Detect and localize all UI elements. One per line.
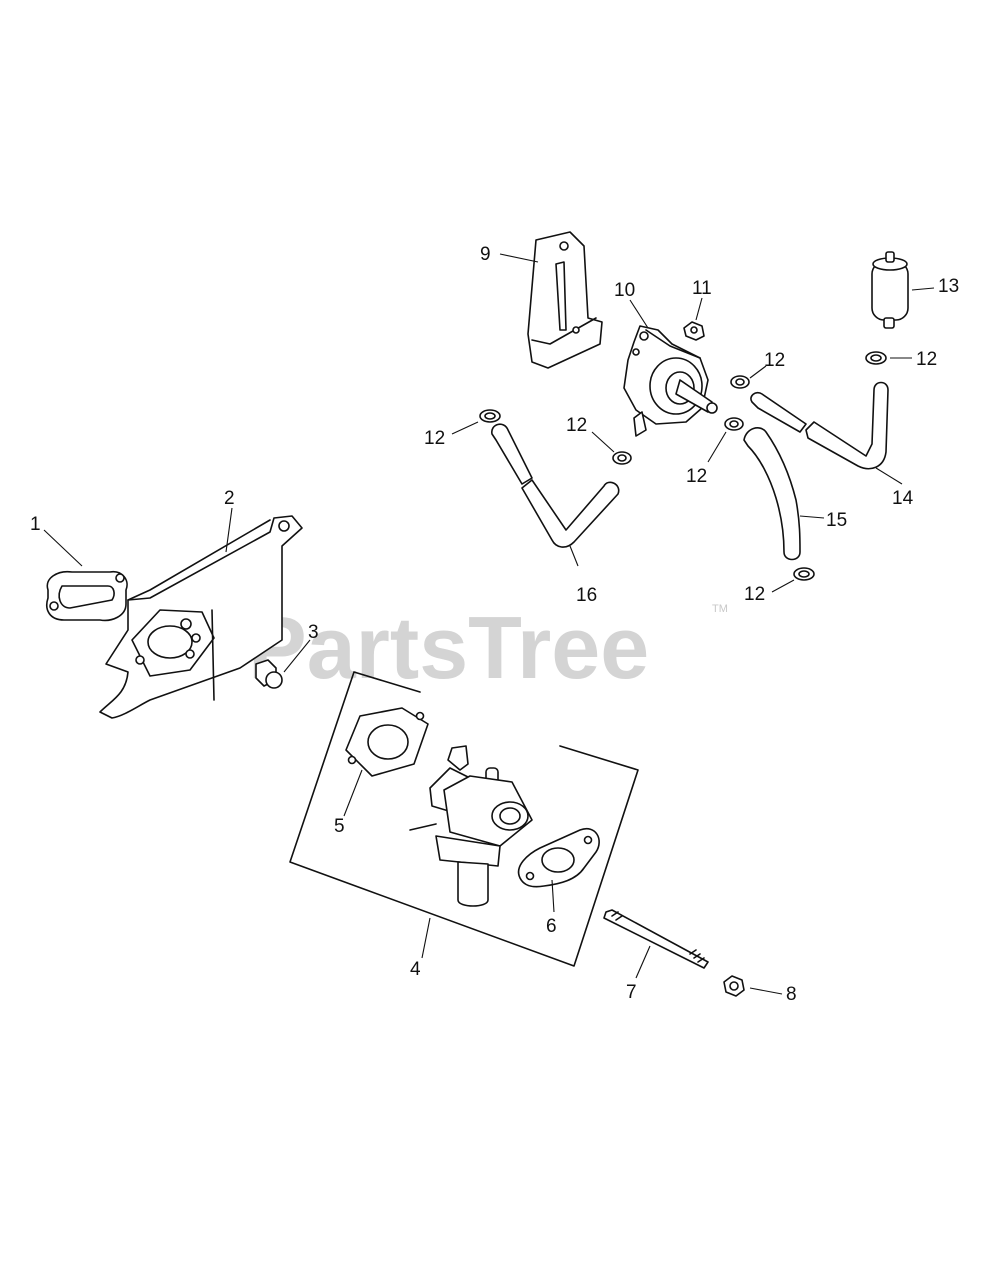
callout-14[interactable]: 14 <box>892 488 914 509</box>
part-12-clamp[interactable] <box>479 409 501 423</box>
callout-4[interactable]: 4 <box>410 959 421 980</box>
callout-11[interactable]: 11 <box>692 278 712 299</box>
callout-7[interactable]: 7 <box>626 982 637 1003</box>
leader-12c <box>707 431 727 463</box>
callout-10[interactable]: 10 <box>614 280 635 301</box>
part-5-gasket[interactable] <box>345 707 429 777</box>
leader-16 <box>569 545 579 567</box>
part-13-fuel-filter[interactable] <box>871 251 909 329</box>
part-15-hose[interactable] <box>743 427 801 561</box>
part-9-bracket[interactable] <box>527 231 603 369</box>
leader-12f <box>771 579 795 593</box>
part-11-screw[interactable] <box>683 321 705 341</box>
part-10-fuel-pump[interactable] <box>623 325 718 437</box>
callout-12f[interactable]: 12 <box>744 584 765 605</box>
part-12-clamp[interactable] <box>730 375 750 389</box>
part-2-intake-shroud[interactable] <box>99 515 303 719</box>
part-6-gasket[interactable] <box>517 827 600 888</box>
callout-13[interactable]: 13 <box>938 276 959 297</box>
leader-8 <box>749 987 783 995</box>
leader-1 <box>43 529 83 567</box>
part-8-nut[interactable] <box>723 975 745 997</box>
part-1-gasket[interactable] <box>46 570 128 622</box>
callout-15[interactable]: 15 <box>826 510 847 531</box>
callout-1[interactable]: 1 <box>30 514 41 535</box>
callout-12e[interactable]: 12 <box>424 428 445 449</box>
callout-9[interactable]: 9 <box>480 244 491 265</box>
callout-3[interactable]: 3 <box>308 622 319 643</box>
part-3-bolt[interactable] <box>255 659 283 689</box>
callout-12b[interactable]: 12 <box>764 350 785 371</box>
part-12-clamp[interactable] <box>612 451 632 465</box>
callout-5[interactable]: 5 <box>334 816 345 837</box>
callout-12d[interactable]: 12 <box>566 415 587 436</box>
leader-10 <box>629 299 649 329</box>
callout-8[interactable]: 8 <box>786 984 797 1005</box>
watermark-trademark: TM <box>712 603 728 615</box>
callout-16[interactable]: 16 <box>576 585 597 606</box>
part-12-clamp[interactable] <box>793 567 815 581</box>
part-7-stud[interactable] <box>603 909 709 969</box>
leader-11 <box>695 297 703 321</box>
part-12-clamp[interactable] <box>724 417 744 431</box>
leader-7 <box>635 945 651 979</box>
leader-9 <box>499 253 539 263</box>
part-12-clamp[interactable] <box>865 351 887 365</box>
leader-2 <box>225 507 233 553</box>
callout-6[interactable]: 6 <box>546 916 557 937</box>
part-14-hose[interactable] <box>750 381 889 470</box>
callout-12a[interactable]: 12 <box>916 349 937 370</box>
part-4-carburetor-kit-box <box>289 671 639 967</box>
leader-15 <box>799 515 825 519</box>
callout-2[interactable]: 2 <box>224 488 235 509</box>
leader-12b <box>749 365 767 379</box>
leader-4 <box>421 917 431 959</box>
leader-6 <box>551 879 555 913</box>
watermark-text: PartsTree <box>248 598 649 697</box>
callout-12c[interactable]: 12 <box>686 466 707 487</box>
leader-12d <box>591 431 615 453</box>
part-16-hose[interactable] <box>491 423 620 548</box>
carburetor-body[interactable] <box>409 745 533 907</box>
leader-14 <box>875 467 903 485</box>
leader-13 <box>911 287 935 291</box>
leader-3 <box>283 639 311 673</box>
leader-5 <box>343 769 363 817</box>
leader-12e <box>451 421 479 435</box>
